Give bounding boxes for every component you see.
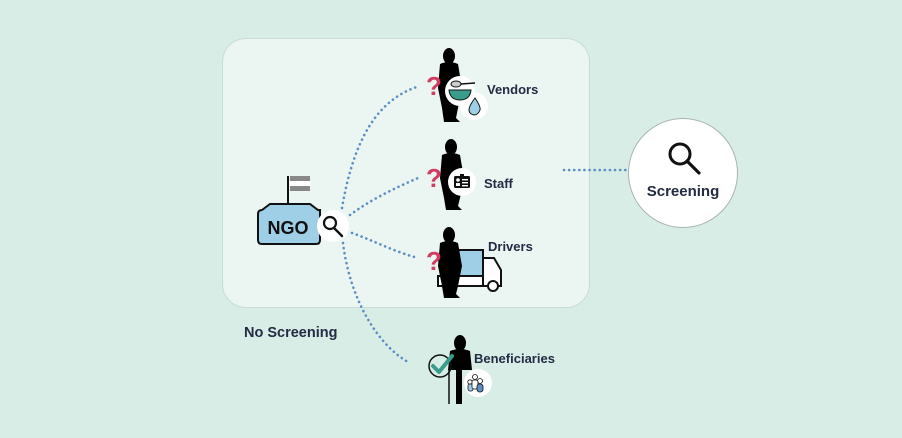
food-bowl-icon bbox=[448, 80, 476, 101]
checkmark-circle-icon bbox=[428, 354, 452, 378]
no-screening-label: No Screening bbox=[244, 325, 338, 341]
screening-search-icon bbox=[668, 142, 701, 175]
node-label-vendors: Vendors bbox=[487, 82, 539, 97]
search-icon bbox=[317, 210, 349, 242]
no-screening-panel bbox=[222, 38, 590, 308]
people-group-icon bbox=[467, 374, 484, 393]
screening-label: Screening bbox=[646, 183, 720, 200]
screening-node: Screening bbox=[628, 118, 738, 228]
question-mark-icon: ? bbox=[426, 163, 442, 193]
staff-person: ? bbox=[426, 139, 476, 210]
svg-text:NGO: NGO bbox=[267, 218, 308, 238]
driver-person: ? bbox=[426, 227, 502, 298]
node-label-staff: Staff bbox=[484, 176, 513, 191]
connector-vendors bbox=[340, 84, 422, 210]
node-label-drivers: Drivers bbox=[488, 239, 533, 254]
ngo-building-icon: NGO bbox=[257, 176, 321, 245]
connector-beneficiaries bbox=[341, 241, 410, 364]
id-card-icon bbox=[454, 174, 470, 188]
vendor-person: ? bbox=[426, 48, 488, 122]
question-mark-icon: ? bbox=[426, 246, 442, 276]
person-silhouette-icon bbox=[448, 335, 472, 404]
person-silhouette-icon bbox=[438, 227, 462, 298]
connector-staff bbox=[348, 176, 420, 217]
water-drop-icon bbox=[468, 97, 481, 116]
beneficiary-person bbox=[428, 335, 492, 404]
node-label-beneficiaries: Beneficiaries bbox=[474, 351, 555, 366]
connector-drivers bbox=[350, 231, 420, 260]
question-mark-icon: ? bbox=[426, 71, 442, 101]
